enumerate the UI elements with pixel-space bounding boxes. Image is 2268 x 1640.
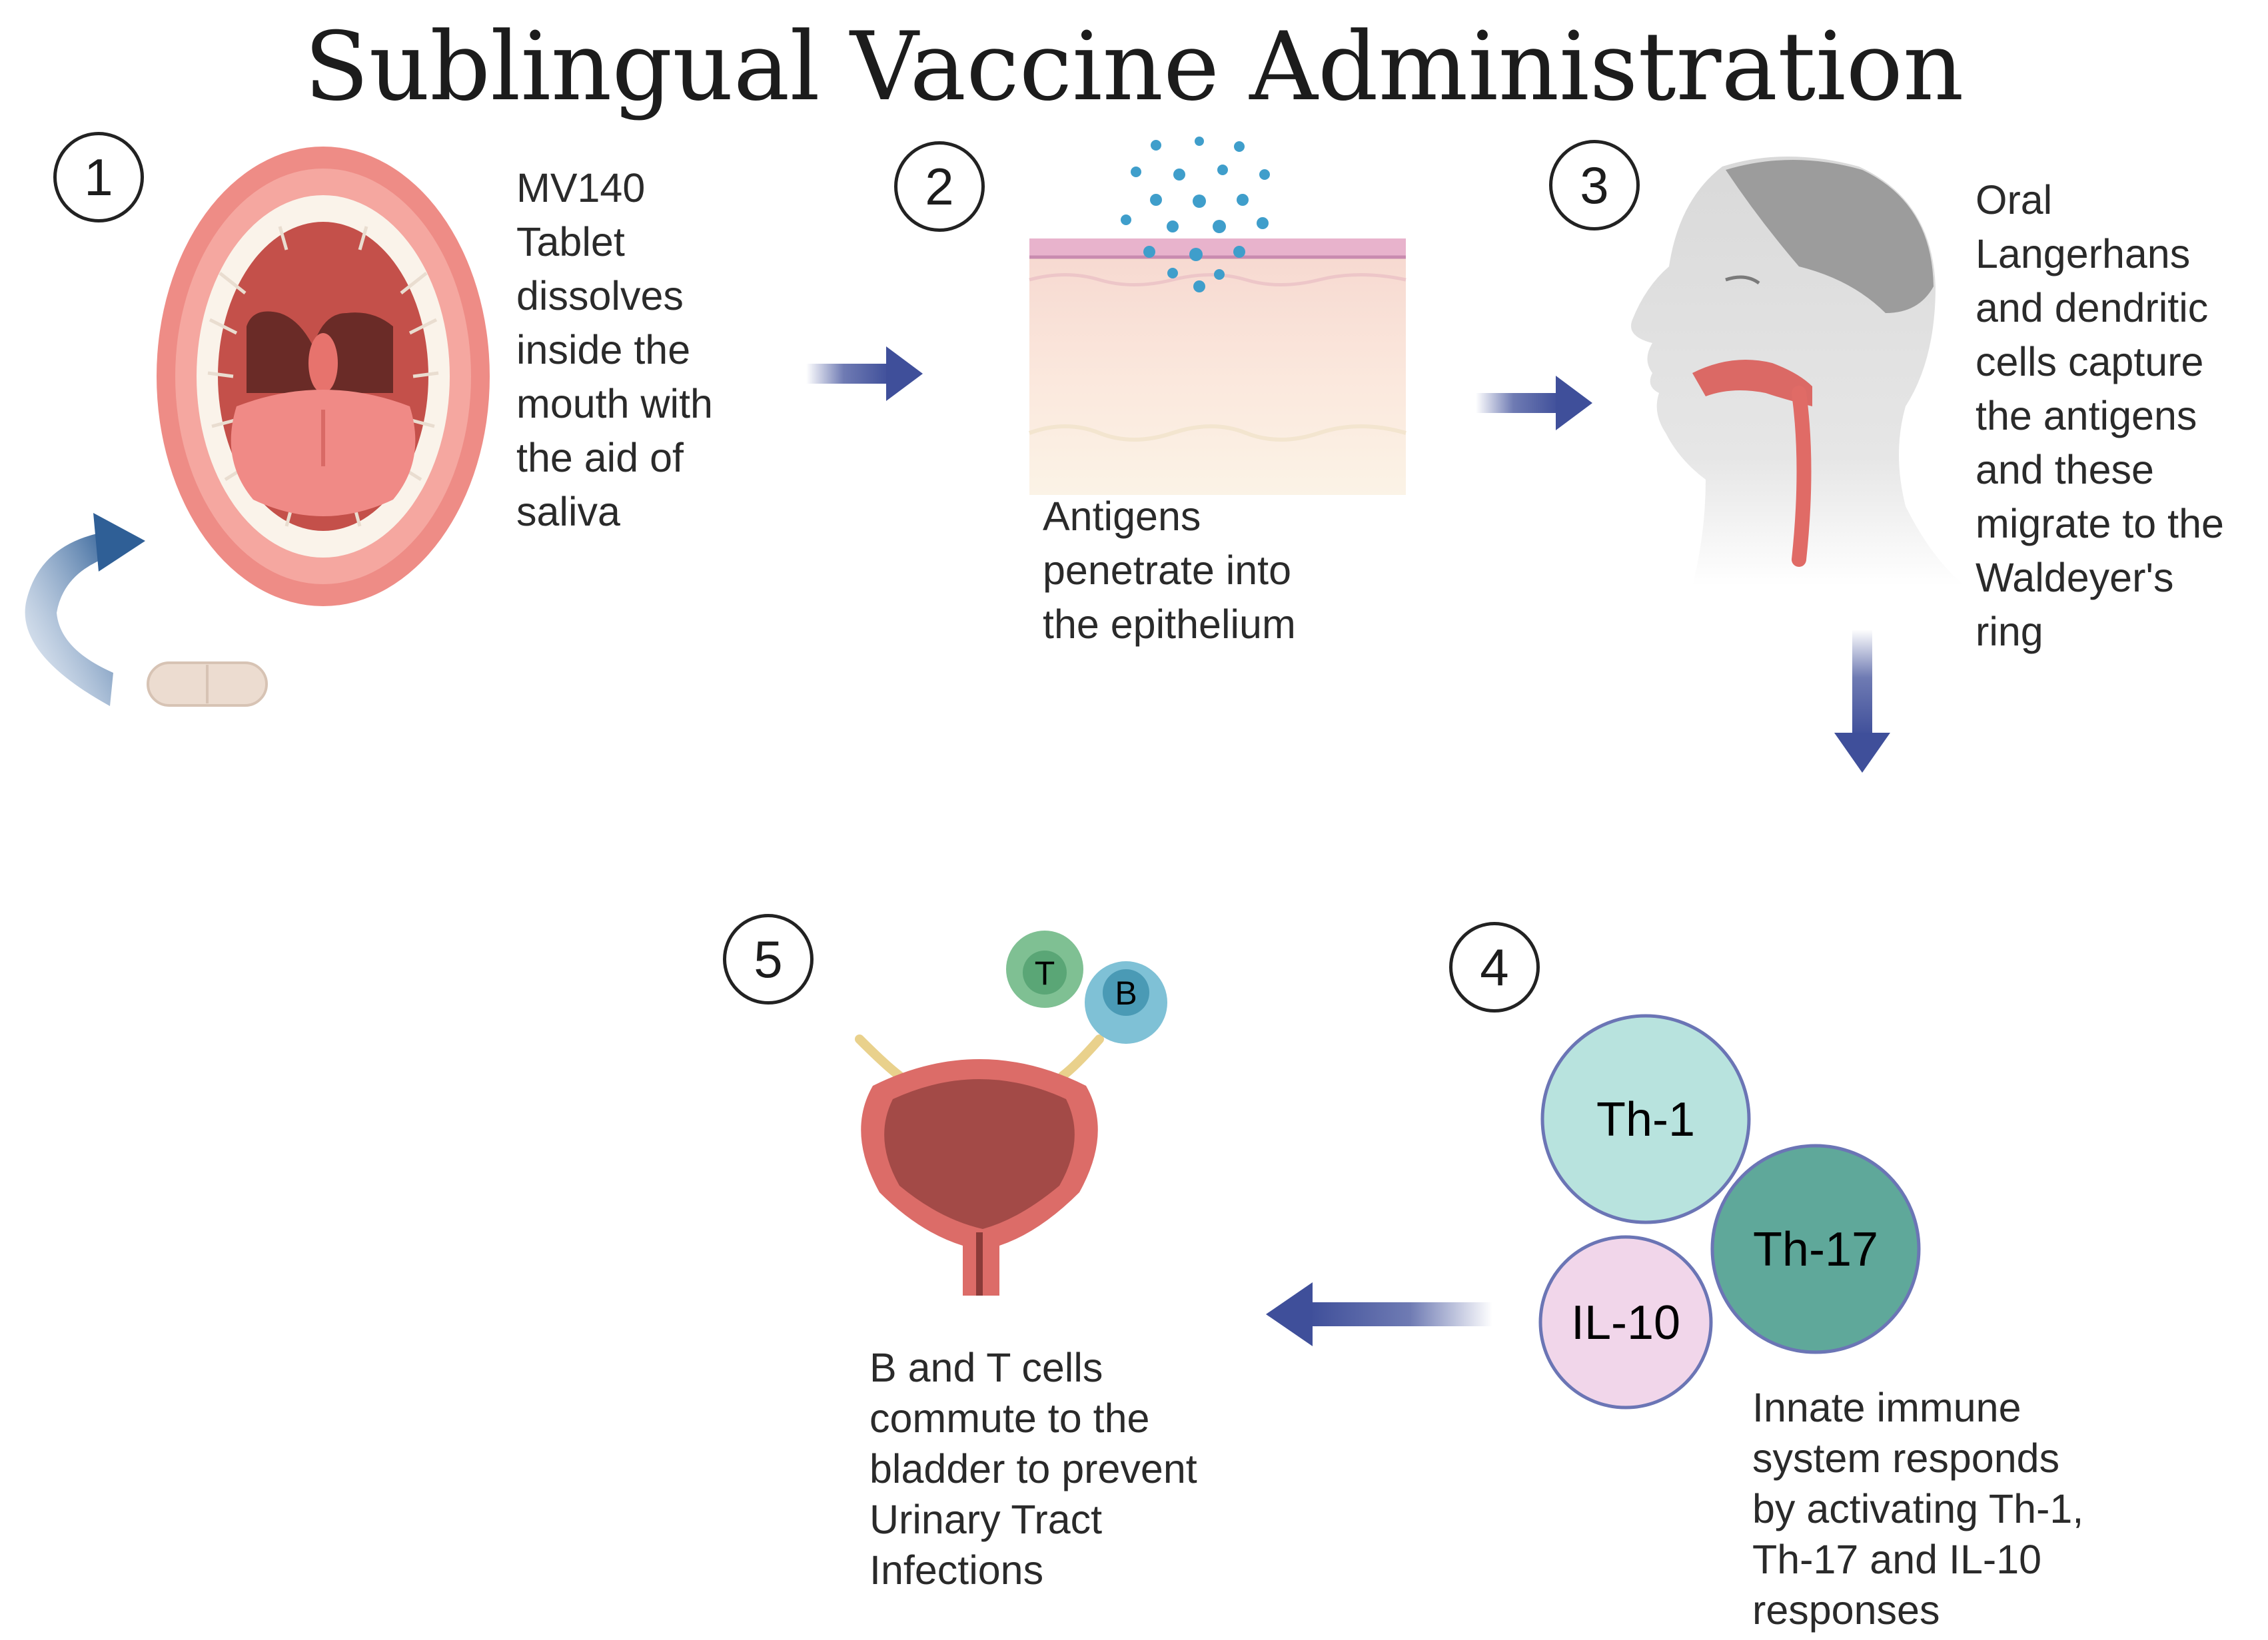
- step-1-line: the aid of: [516, 435, 684, 480]
- step-4-number: 4: [1449, 922, 1540, 1013]
- step-5-line: commute to the: [869, 1396, 1150, 1441]
- step-1-line: mouth with: [516, 381, 713, 426]
- step-4-line: by activating Th-1,: [1752, 1486, 2084, 1531]
- step-3-line: cells capture: [1976, 339, 2204, 384]
- arrow-step3-to-step4: [1834, 629, 1890, 773]
- t-cell: T: [1006, 931, 1083, 1008]
- step-3-line: Oral: [1976, 177, 2053, 222]
- step-1-number: 1: [53, 132, 144, 222]
- step-1-text: MV140 Tablet dissolves inside the mouth …: [516, 161, 713, 539]
- head-profile-illustration: [1631, 157, 1966, 586]
- step-2-line: penetrate into: [1043, 548, 1292, 593]
- step-1-line: dissolves: [516, 273, 684, 318]
- step-5-number: 5: [723, 914, 814, 1005]
- il10-label: IL-10: [1571, 1296, 1680, 1350]
- step-4-line: responses: [1752, 1587, 1940, 1633]
- t-cell-label: T: [1035, 955, 1055, 992]
- step-2-text: Antigens penetrate into the epithelium: [1043, 490, 1296, 651]
- th1-label: Th-1: [1596, 1093, 1695, 1146]
- bladder-illustration: [855, 1034, 1104, 1296]
- step-4-line: Th-17 and IL-10: [1752, 1537, 2042, 1582]
- step-3-line: and these: [1976, 447, 2154, 492]
- step-5-line: bladder to prevent: [869, 1446, 1197, 1491]
- step-3-text: Oral Langerhans and dendritic cells capt…: [1976, 173, 2224, 659]
- step-1-line: MV140: [516, 165, 646, 210]
- step-5-line: Urinary Tract: [869, 1497, 1103, 1542]
- curved-arrow-icon: [25, 513, 145, 706]
- step-1-line: Tablet: [516, 219, 625, 264]
- arrow-step2-to-step3: [1476, 376, 1592, 430]
- b-cell-label: B: [1115, 975, 1137, 1012]
- open-mouth-illustration: [157, 147, 490, 606]
- arrow-step4-to-step5: [1266, 1282, 1492, 1346]
- diagram-title: Sublingual Vaccine Administration: [304, 12, 1964, 122]
- step-5-line: Infections: [869, 1547, 1044, 1593]
- step-3-line: Langerhans: [1976, 231, 2191, 276]
- step-1-line: saliva: [516, 489, 620, 534]
- th17-label: Th-17: [1753, 1223, 1878, 1276]
- step-1-line: inside the: [516, 327, 691, 372]
- step-2-line: Antigens: [1043, 494, 1201, 539]
- step-5-text: B and T cells commute to the bladder to …: [869, 1342, 1197, 1595]
- step-4-text: Innate immune system responds by activat…: [1752, 1382, 2083, 1635]
- th17-cell: Th-17: [1710, 1144, 1921, 1354]
- step-3-number: 3: [1549, 140, 1640, 230]
- step-4-line: Innate immune: [1752, 1385, 2021, 1430]
- step-3-line: and dendritic: [1976, 285, 2209, 330]
- arrow-step1-to-step2: [806, 346, 923, 401]
- th1-cell: Th-1: [1540, 1014, 1751, 1224]
- step-3-line: Waldeyer's: [1976, 555, 2174, 600]
- b-cell: B: [1085, 961, 1167, 1044]
- step-5-line: B and T cells: [869, 1345, 1103, 1390]
- step-4-line: system responds: [1752, 1435, 2060, 1481]
- step-3-line: ring: [1976, 609, 2043, 654]
- step-2-number: 2: [894, 141, 985, 232]
- il10-cell: IL-10: [1538, 1235, 1713, 1410]
- mv140-tablet-illustration: [147, 661, 268, 707]
- step-3-line: migrate to the: [1976, 501, 2224, 546]
- step-3-line: the antigens: [1976, 393, 2197, 438]
- step-2-line: the epithelium: [1043, 602, 1296, 647]
- epithelium-illustration: [1028, 137, 1407, 495]
